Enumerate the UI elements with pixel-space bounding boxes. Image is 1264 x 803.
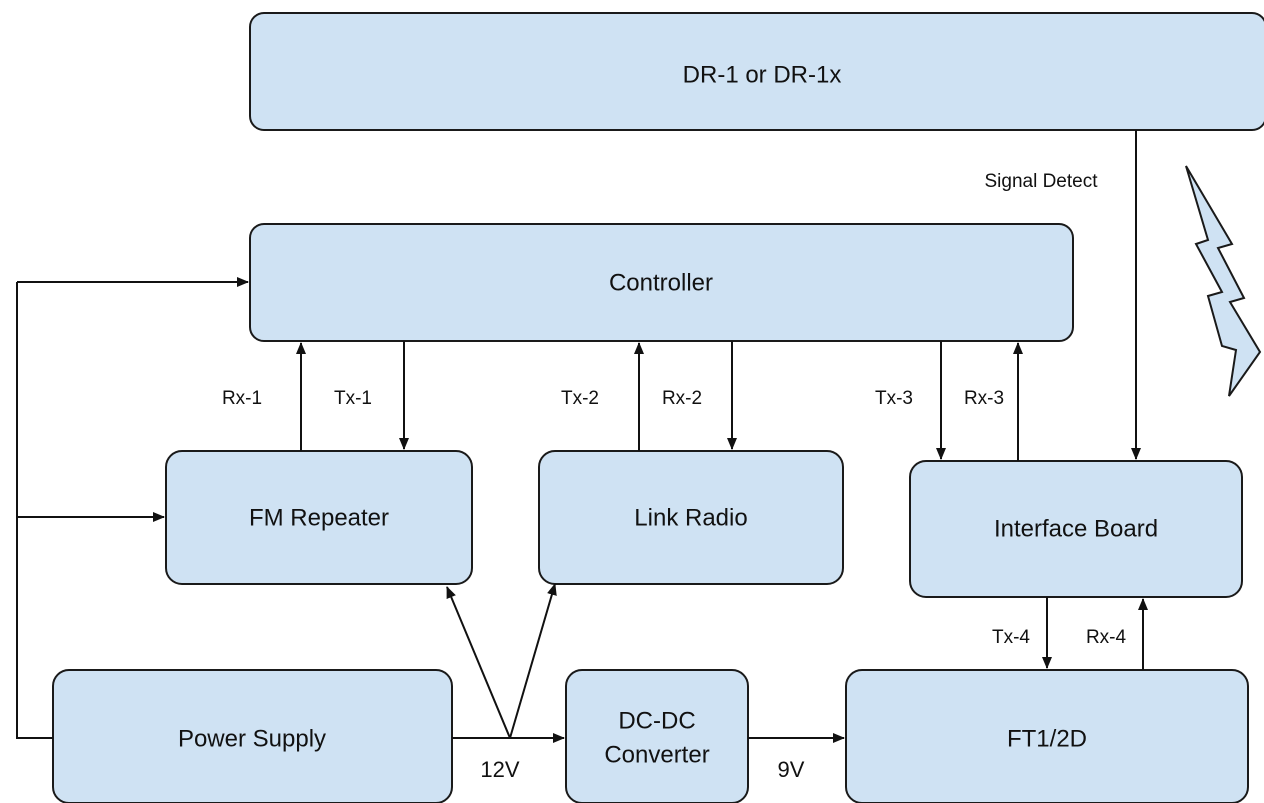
tx4-label: Tx-4 — [992, 627, 1030, 648]
dr1-label: DR-1 or DR-1x — [683, 61, 842, 88]
12v-to-link-radio-arrow — [509, 583, 557, 739]
power-bus-line — [16, 282, 53, 739]
rx1-label: Rx-1 — [222, 388, 262, 409]
controller-node: Controller — [249, 223, 1074, 342]
ft12d-node: FT1/2D — [845, 669, 1249, 803]
interface-board-label: Interface Board — [994, 515, 1158, 542]
link-radio-label: Link Radio — [634, 504, 747, 531]
12v-to-fm-repeater-arrow — [446, 586, 511, 739]
rx4-label: Rx-4 — [1086, 627, 1127, 648]
lightning-bolt-icon — [1185, 165, 1262, 397]
controller-label: Controller — [609, 269, 713, 296]
tx2-label: Tx-2 — [561, 388, 599, 409]
power-supply-node: Power Supply — [52, 669, 453, 803]
fm-repeater-label: FM Repeater — [249, 504, 389, 531]
fm-repeater-node: FM Repeater — [165, 450, 473, 585]
dcdc-label-line2: Converter — [604, 741, 709, 768]
power-supply-label: Power Supply — [178, 725, 326, 752]
tx3-label: Tx-3 — [875, 388, 913, 409]
ft12d-label: FT1/2D — [1007, 725, 1087, 752]
signal-detect-label: Signal Detect — [984, 171, 1098, 192]
9v-label: 9V — [778, 757, 805, 782]
link-radio-node: Link Radio — [538, 450, 844, 585]
tx1-label: Tx-1 — [334, 388, 372, 409]
dcdc-label-line1: DC-DC — [618, 707, 695, 734]
interface-board-node: Interface Board — [909, 460, 1243, 598]
12v-label: 12V — [480, 757, 519, 782]
rx3-label: Rx-3 — [964, 388, 1004, 409]
rx2-label: Rx-2 — [662, 388, 702, 409]
dr1-node: DR-1 or DR-1x — [249, 12, 1264, 131]
dcdc-converter-node: DC-DC Converter — [565, 669, 749, 803]
